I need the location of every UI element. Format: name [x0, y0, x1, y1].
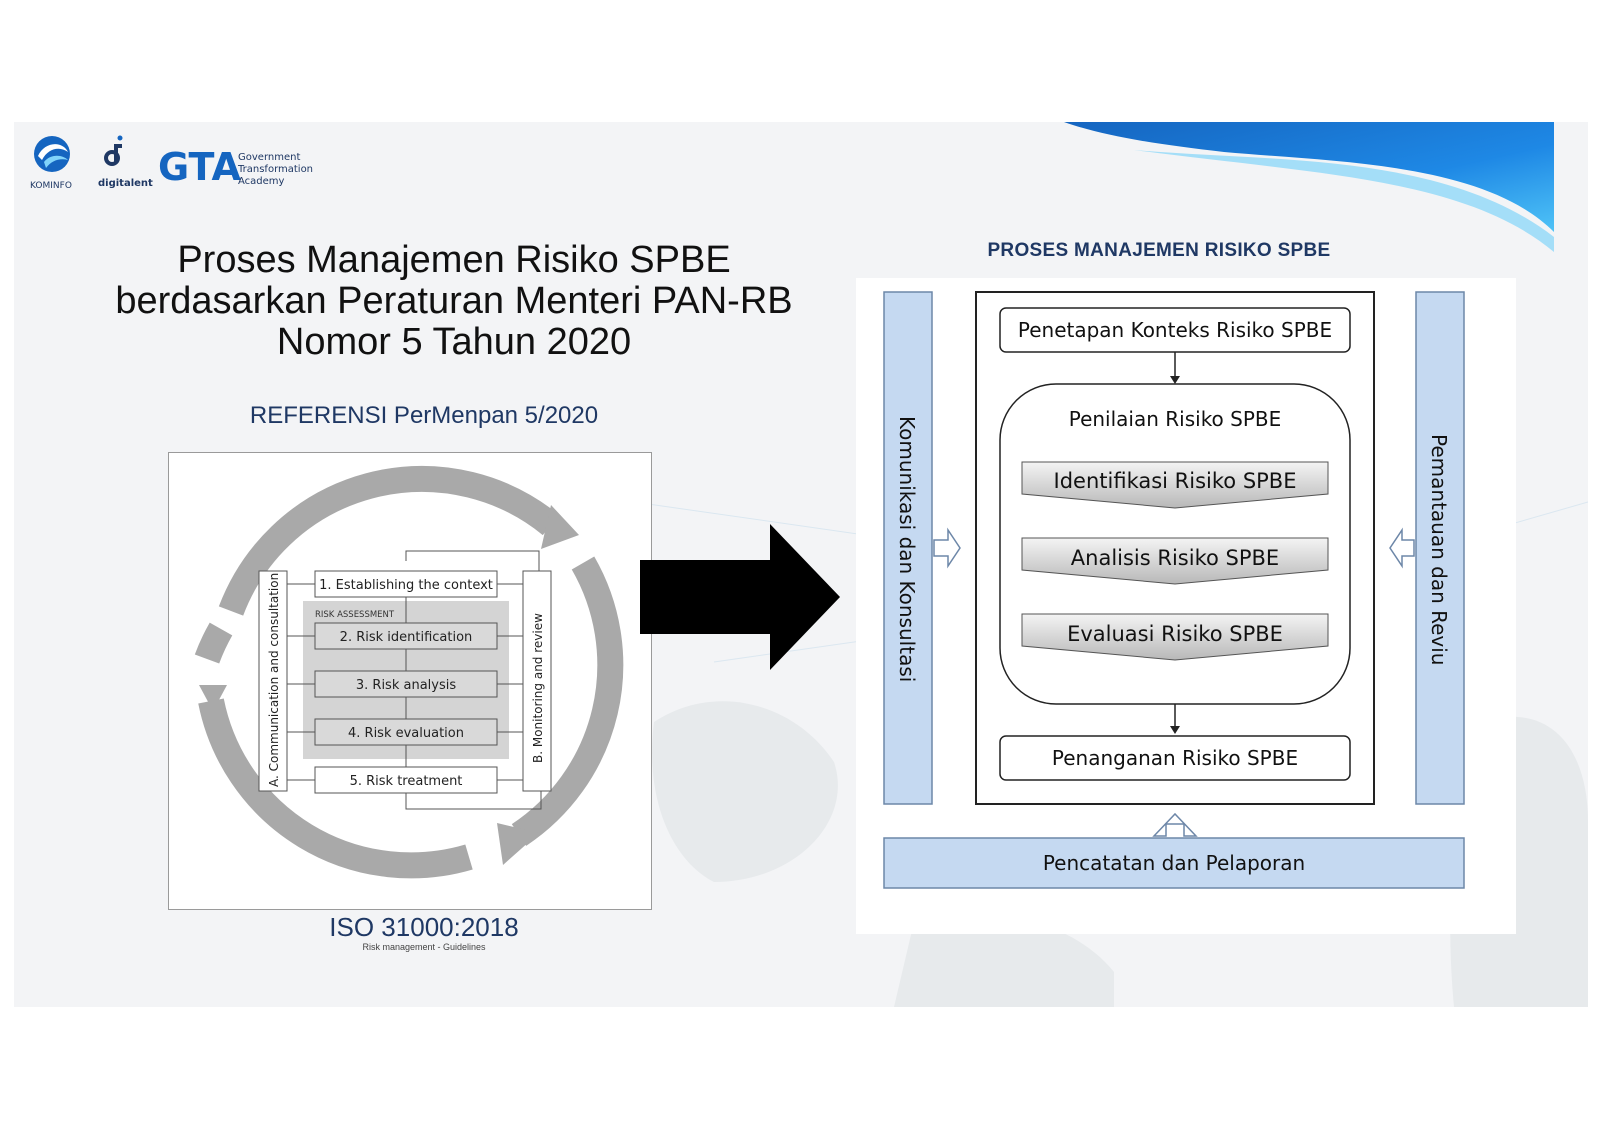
gta-line2: Transformation [237, 164, 313, 175]
spbe-diagram-panel: Komunikasi dan Konsultasi Pemantauan dan… [856, 278, 1516, 934]
page-title: Proses Manajemen Risiko SPBE berdasarkan… [74, 240, 834, 363]
reporting-bar [883, 837, 1465, 889]
iso-right-bar-label: B. Monitoring and review [531, 613, 545, 763]
iso-step-4-label: 4. Risk evaluation [348, 726, 464, 741]
corner-wave-light [1134, 150, 1554, 252]
iso-step-5-label: 5. Risk treatment [350, 774, 463, 789]
communication-bar [883, 291, 933, 805]
monitoring-bar-label: Pemantauan dan Reviu [1427, 434, 1451, 665]
assessment-label: Penilaian Risiko SPBE [1069, 407, 1282, 431]
arrowhead-treatment-icon [1170, 726, 1180, 734]
gta-line3: Academy [238, 176, 285, 187]
iso-connectors [287, 583, 542, 810]
iso-right-bar [522, 570, 552, 792]
monitoring-bar [1415, 291, 1465, 805]
monitoring-arrow-icon [1389, 527, 1415, 569]
cycle-arrowheads [199, 505, 579, 865]
kominfo-label: KOMINFO [30, 181, 72, 191]
analysis-step [1021, 537, 1329, 585]
iso-step-4 [314, 718, 498, 746]
iso-left-bar-label: A. Communication and consultation [267, 573, 281, 787]
communication-bar-label: Komunikasi dan Konsultasi [895, 416, 919, 682]
digitalent-label: digitalent [98, 178, 153, 189]
top-feedback-line [405, 550, 540, 571]
identification-label: Identifikasi Risiko SPBE [1054, 469, 1297, 493]
title-line-3: Nomor 5 Tahun 2020 [276, 321, 632, 363]
big-right-arrow-icon [640, 524, 840, 670]
analysis-label: Analisis Risiko SPBE [1071, 546, 1279, 570]
iso-diagram-frame: A. Communication and consultation B. Mon… [168, 452, 652, 910]
title-line-1: Proses Manajemen Risiko SPBE [177, 239, 731, 281]
identification-step [1021, 461, 1329, 509]
iso-title: ISO 31000:2018 [329, 912, 519, 942]
slide: KOMINFO digitalent GTA Government Transf… [14, 122, 1588, 1007]
spbe-title: PROSES MANAJEMEN RISIKO SPBE [987, 240, 1331, 261]
treatment-label: Penanganan Risiko SPBE [1052, 746, 1298, 770]
kominfo-logo: KOMINFO [30, 136, 72, 191]
context-label: Penetapan Konteks Risiko SPBE [1018, 318, 1332, 342]
reporting-bar-label: Pencatatan dan Pelaporan [1043, 851, 1305, 875]
iso-step-1-label: 1. Establishing the context [319, 578, 493, 593]
iso-subtitle: Risk management - Guidelines [362, 942, 486, 952]
spbe-diagram: Komunikasi dan Konsultasi Pemantauan dan… [883, 291, 1465, 889]
evaluation-step [1021, 613, 1329, 661]
reporting-arrow-icon [1152, 812, 1198, 837]
risk-assessment-label: RISK ASSESSMENT [315, 610, 395, 620]
iso-left-bar [258, 570, 288, 792]
iso-diagram: A. Communication and consultation B. Mon… [194, 465, 624, 879]
arrowhead-context-icon [1170, 376, 1180, 384]
title-line-2: berdasarkan Peraturan Menteri PAN-RB [115, 280, 793, 322]
digitalent-logo: digitalent [98, 135, 153, 189]
background-decoration [633, 122, 1588, 1007]
cycle-ring [194, 465, 624, 879]
gta-line1: Government [238, 152, 300, 163]
communication-arrow-icon [933, 527, 961, 569]
iso-step-1 [314, 570, 498, 598]
gta-logo: GTA Government Transformation Academy [158, 145, 313, 189]
iso-step-3-label: 3. Risk analysis [356, 678, 456, 693]
iso-step-2-label: 2. Risk identification [340, 630, 473, 645]
treatment-box [999, 735, 1351, 781]
gta-label: GTA [158, 145, 241, 189]
corner-wave [1064, 122, 1554, 232]
iso-step-5 [314, 766, 498, 794]
reference-label: REFERENSI PerMenpan 5/2020 [249, 402, 599, 429]
evaluation-label: Evaluasi Risiko SPBE [1067, 622, 1283, 646]
iso-step-2 [314, 622, 498, 650]
logo-bar: KOMINFO digitalent GTA Government Transf… [30, 135, 313, 191]
